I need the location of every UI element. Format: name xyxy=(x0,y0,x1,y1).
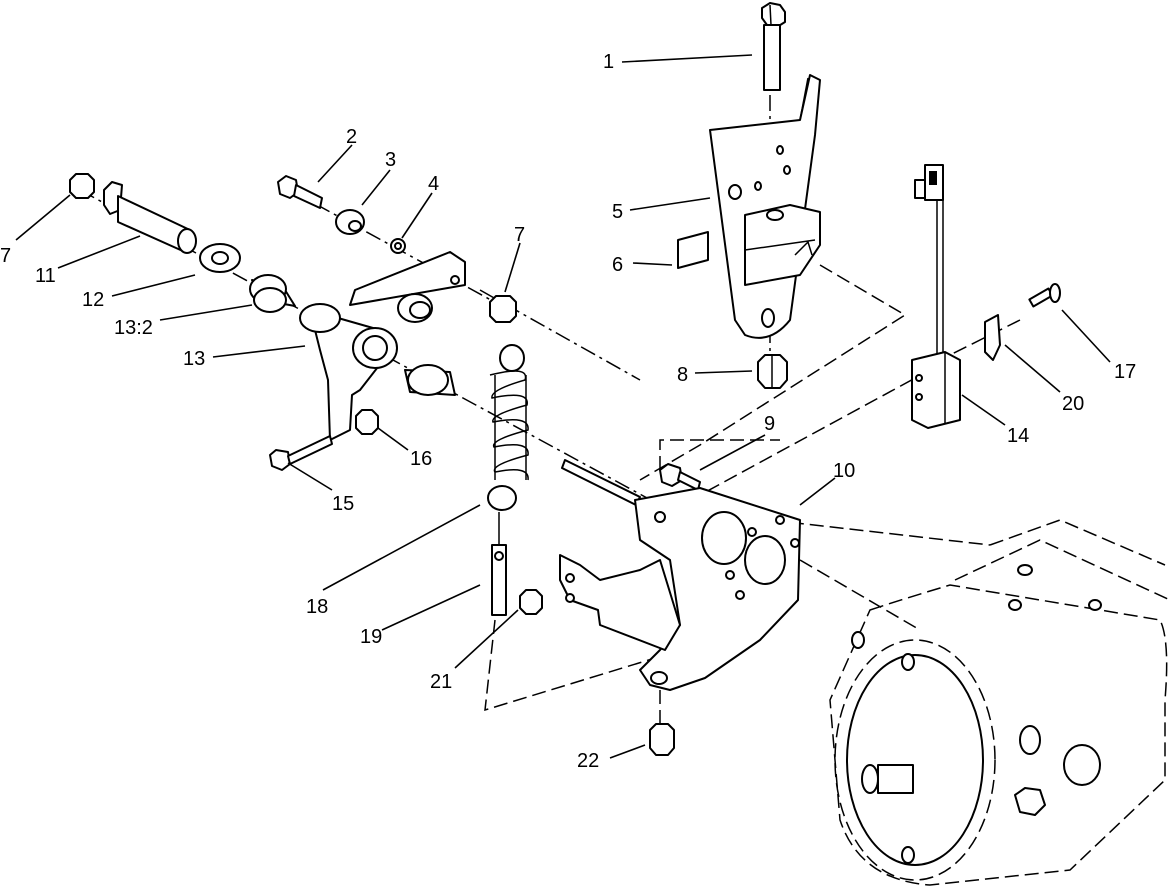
callout-7-left: 7 xyxy=(0,245,11,267)
part-10-pump-plate xyxy=(559,487,801,691)
callout-20: 20 xyxy=(1062,393,1084,415)
callout-8: 8 xyxy=(677,364,688,386)
part-7-nut-left xyxy=(69,173,95,199)
callout-13-2: 13:2 xyxy=(114,317,153,339)
callout-16: 16 xyxy=(410,448,432,470)
part-2-bolt xyxy=(277,175,323,209)
callout-14: 14 xyxy=(1007,425,1029,447)
part-6-plate xyxy=(677,231,709,269)
part-7-nut-right xyxy=(489,295,517,323)
callout-4: 4 xyxy=(428,173,439,195)
part-3-spacer xyxy=(335,209,365,235)
hydraulic-pump xyxy=(829,519,1171,886)
callout-1: 1 xyxy=(603,51,614,73)
part-15-bolt xyxy=(269,435,333,471)
callout-12: 12 xyxy=(82,289,104,311)
part-22-nut xyxy=(649,723,675,756)
callout-11: 11 xyxy=(35,265,56,287)
leader-lines xyxy=(15,54,1111,759)
part-21-nut xyxy=(519,589,543,615)
part-13-arm xyxy=(299,303,398,441)
part-13b-bushing xyxy=(249,274,296,313)
part-8-nut xyxy=(757,354,788,389)
callout-15: 15 xyxy=(332,493,354,515)
callout-10: 10 xyxy=(833,460,855,482)
roller-bushing xyxy=(404,364,456,396)
part-14-sensor xyxy=(911,164,961,429)
long-shaft xyxy=(561,459,641,506)
callout-21: 21 xyxy=(430,671,452,693)
assembly-lines xyxy=(79,95,1021,730)
part-16-nut xyxy=(355,409,379,435)
part-17-screw xyxy=(1028,283,1061,308)
callout-13: 13 xyxy=(183,348,205,370)
callout-labels: 1 2 3 4 5 6 7 7 8 9 10 11 12 13:2 13 14 … xyxy=(0,51,1136,772)
callout-5: 5 xyxy=(612,201,623,223)
callout-18: 18 xyxy=(306,596,328,618)
part-12-washer xyxy=(199,243,241,273)
callout-7-right: 7 xyxy=(514,224,525,246)
part-18-spring xyxy=(487,344,529,511)
pivot-bracket-plate xyxy=(349,251,466,323)
part-20-clip xyxy=(984,314,1001,361)
callout-6: 6 xyxy=(612,254,623,276)
part-9-bolt xyxy=(659,463,701,491)
part-19-rod xyxy=(491,512,507,616)
callout-2: 2 xyxy=(346,126,357,148)
part-1-bolt xyxy=(761,2,786,91)
part-11-pivot-shaft xyxy=(103,181,197,254)
callout-19: 19 xyxy=(360,626,382,648)
callout-3: 3 xyxy=(385,149,396,171)
part-5-mount-bracket xyxy=(709,74,821,339)
callout-9: 9 xyxy=(764,413,775,435)
callout-22: 22 xyxy=(577,750,599,772)
callout-17: 17 xyxy=(1114,361,1136,383)
part-4-washer xyxy=(390,238,406,254)
